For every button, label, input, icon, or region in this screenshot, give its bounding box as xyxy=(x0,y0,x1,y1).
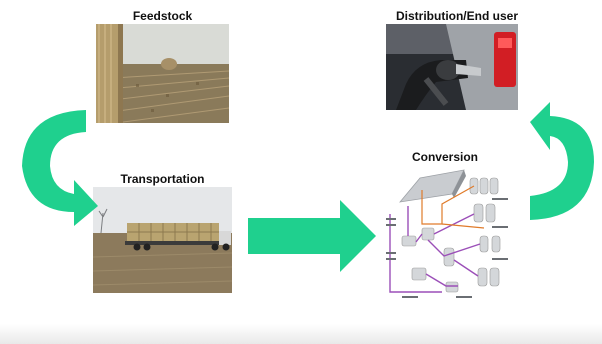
feedstock-photo xyxy=(96,24,229,123)
arrow-feedstock-to-transportation xyxy=(22,110,98,226)
feedstock-label: Feedstock xyxy=(132,9,193,23)
distribution-photo xyxy=(386,24,518,110)
transportation-photo xyxy=(93,187,232,293)
arrow-conversion-to-distribution xyxy=(530,102,594,220)
arrow-transportation-to-conversion xyxy=(248,200,376,272)
footer-band xyxy=(0,324,602,344)
conversion-label: Conversion xyxy=(411,150,478,164)
transportation-label: Transportation xyxy=(120,172,205,186)
conversion-diagram xyxy=(382,164,513,308)
distribution-label: Distribution/End user xyxy=(395,9,518,23)
